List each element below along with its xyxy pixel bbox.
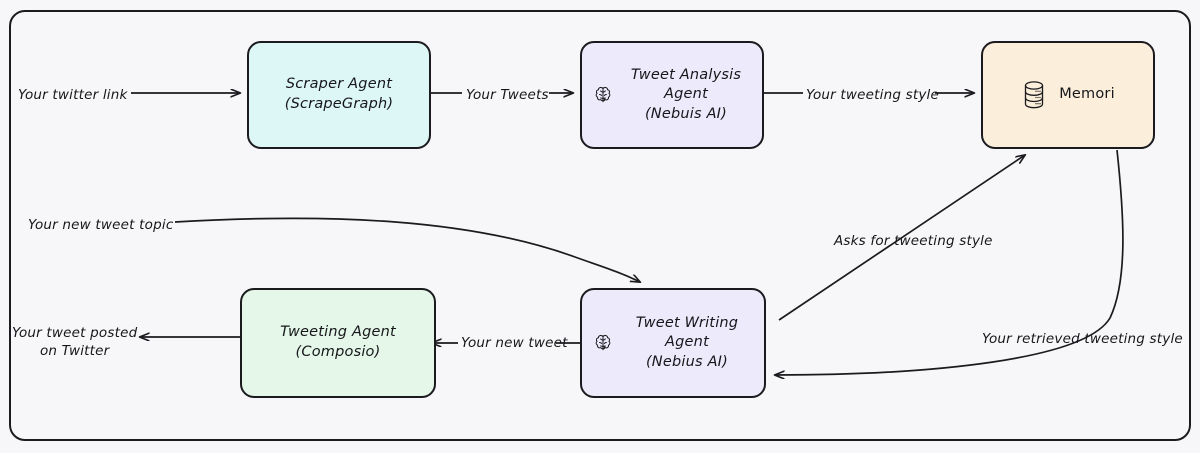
node-label: Memori [1059,86,1115,103]
edge-label-your-twitter-link: Your twitter link [18,87,128,103]
edge-label-your-new-tweet: Your new tweet [461,335,568,351]
edge-label-your-tweets: Your Tweets [466,87,549,103]
edge-label-your-tweet-posted: Your tweet posted on Twitter [12,325,138,360]
node-label: Tweet Writing Agent (Nebius AI) [635,314,739,370]
node-label: Tweet Analysis Agent (Nebuis AI) [630,66,742,122]
node-label: Scraper Agent (ScrapeGraph) [284,76,394,112]
node-tweeting-agent[interactable]: Tweeting Agent (Composio) [240,288,436,398]
edge-label-asks-for-tweeting-style: Asks for tweeting style [834,233,993,249]
node-tweet-writing-agent[interactable]: Tweet Writing Agent (Nebius AI) [580,288,766,398]
edge-label-your-retrieved-tweeting-style: Your retrieved tweeting style [982,331,1183,347]
database-icon [1021,80,1047,110]
node-scraper-agent[interactable]: Scraper Agent (ScrapeGraph) [247,41,431,149]
edge-label-your-new-tweet-topic: Your new tweet topic [28,217,174,233]
edge-label-your-tweeting-style: Your tweeting style [806,87,939,103]
node-memori[interactable]: Memori [981,41,1155,149]
brain-icon [592,84,614,106]
brain-icon [592,332,614,354]
node-label: Tweeting Agent (Composio) [280,324,396,360]
node-tweet-analysis-agent[interactable]: Tweet Analysis Agent (Nebuis AI) [580,41,764,149]
